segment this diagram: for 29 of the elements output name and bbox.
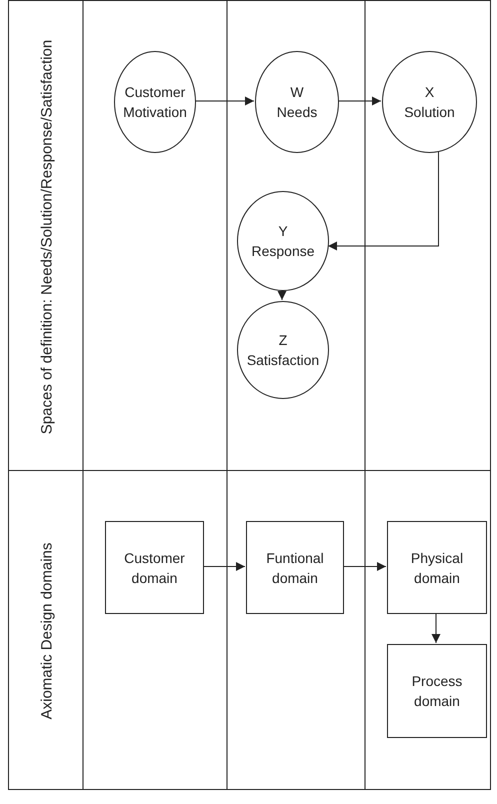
domain-box [387,644,487,738]
arrow [338,96,382,106]
node-label: Customer domain [124,548,185,588]
node-label: Y Response [251,222,315,261]
domain-box [246,521,344,614]
node-label: Z Satisfaction [246,331,320,370]
node-label: Physical domain [410,548,464,588]
space-ellipse [382,51,477,153]
lane-label: Axiomatic Design domains [37,542,56,722]
node-label: Process domain [412,672,462,711]
arrow [202,562,246,571]
node-label: Customer Motivation [123,83,187,122]
node-label: X Solution [404,83,455,122]
swimlane-band [8,0,491,471]
domain-box [387,521,487,614]
domain-box [105,521,204,614]
arrow [194,96,254,106]
swimlane-band [8,470,491,790]
space-ellipse [255,51,339,153]
space-ellipse [114,51,196,153]
space-ellipse [237,301,329,399]
arrow [432,612,440,644]
node-label: Funtional domain [266,548,324,588]
node-label: W Needs [276,83,318,122]
arrow [342,562,386,571]
lane-label: Spaces of definition: Needs/Solution/Response/Satisfaction [37,38,56,436]
space-ellipse [237,191,329,291]
arrow [278,290,286,300]
arrow [328,150,439,250]
